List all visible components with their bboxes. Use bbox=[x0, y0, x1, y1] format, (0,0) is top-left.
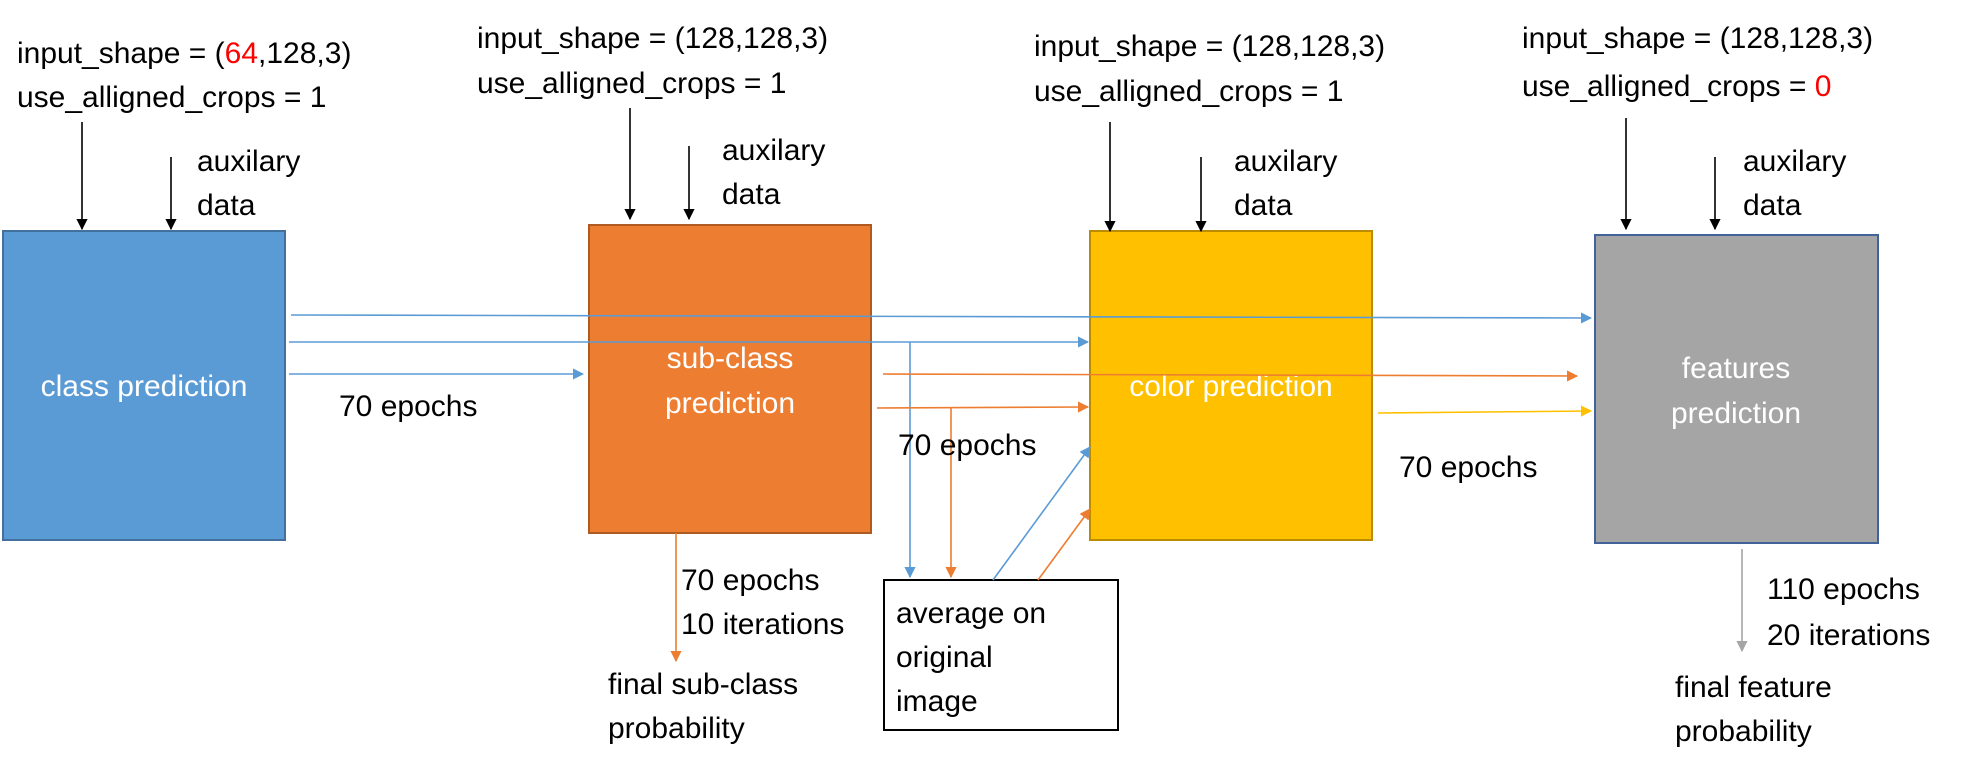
final-subclass-probability-line2: probability bbox=[608, 712, 745, 745]
features-input-shape: input_shape = (128,128,3) bbox=[1522, 22, 1873, 55]
class-aux-line2: data bbox=[197, 189, 256, 222]
features-aux-line1: auxilary bbox=[1743, 145, 1846, 178]
epochs-label-class-subclass: 70 epochs bbox=[339, 390, 477, 423]
yellow-arrow-to-features bbox=[1377, 405, 1593, 417]
subclass-prediction-label-line1: sub-class bbox=[667, 342, 794, 375]
orange-average-to-color bbox=[1037, 508, 1091, 581]
final-subclass-probability-line1: final sub-class bbox=[608, 668, 798, 701]
epochs-label-subclass-color: 70 epochs bbox=[898, 429, 1036, 462]
color-input-shape: input_shape = (128,128,3) bbox=[1034, 30, 1385, 63]
subclass-aux-line1: auxilary bbox=[722, 134, 825, 167]
subclass-prediction-label-line2: prediction bbox=[665, 387, 795, 420]
class-prediction-label: class prediction bbox=[41, 370, 248, 403]
class-prediction-box bbox=[2, 230, 286, 541]
features-prediction-box bbox=[1594, 234, 1879, 544]
blue-arrow-to-features bbox=[290, 312, 1593, 324]
features-out-epochs: 110 epochs bbox=[1767, 573, 1920, 606]
subclass-prediction-box bbox=[588, 224, 872, 534]
features-out-iterations: 20 iterations bbox=[1767, 619, 1930, 652]
subclass-out-epochs: 70 epochs bbox=[681, 564, 819, 597]
average-box-line3: image bbox=[896, 685, 978, 718]
subclass-aux-line2: data bbox=[722, 178, 781, 211]
features-use-crops: use_alligned_crops = 0 bbox=[1522, 70, 1831, 103]
blue-average-to-color bbox=[992, 446, 1091, 581]
color-aux-line2: data bbox=[1234, 189, 1293, 222]
class-input-shape: input_shape = (64,128,3) bbox=[17, 37, 351, 70]
subclass-input-shape: input_shape = (128,128,3) bbox=[477, 22, 828, 55]
final-feature-probability-line2: probability bbox=[1675, 715, 1812, 748]
features-aux-line2: data bbox=[1743, 189, 1802, 222]
final-feature-probability-line1: final feature bbox=[1675, 671, 1832, 704]
subclass-use-crops: use_alligned_crops = 1 bbox=[477, 67, 786, 100]
color-aux-line1: auxilary bbox=[1234, 145, 1337, 178]
orange-arrow-to-features bbox=[882, 370, 1579, 382]
average-box bbox=[883, 579, 1119, 731]
average-box-line2: original bbox=[896, 641, 993, 674]
orange-arrow-to-color bbox=[876, 401, 1090, 413]
features-prediction-label-line1: features bbox=[1682, 352, 1790, 385]
class-aux-line1: auxilary bbox=[197, 145, 300, 178]
epochs-label-color-features: 70 epochs bbox=[1399, 451, 1537, 484]
color-use-crops: use_alligned_crops = 1 bbox=[1034, 75, 1343, 108]
class-use-crops: use_alligned_crops = 1 bbox=[17, 81, 326, 114]
color-prediction-box bbox=[1089, 230, 1373, 541]
features-prediction-label-line2: prediction bbox=[1671, 397, 1801, 430]
average-box-line1: average on bbox=[896, 597, 1046, 630]
subclass-out-iterations: 10 iterations bbox=[681, 608, 844, 641]
